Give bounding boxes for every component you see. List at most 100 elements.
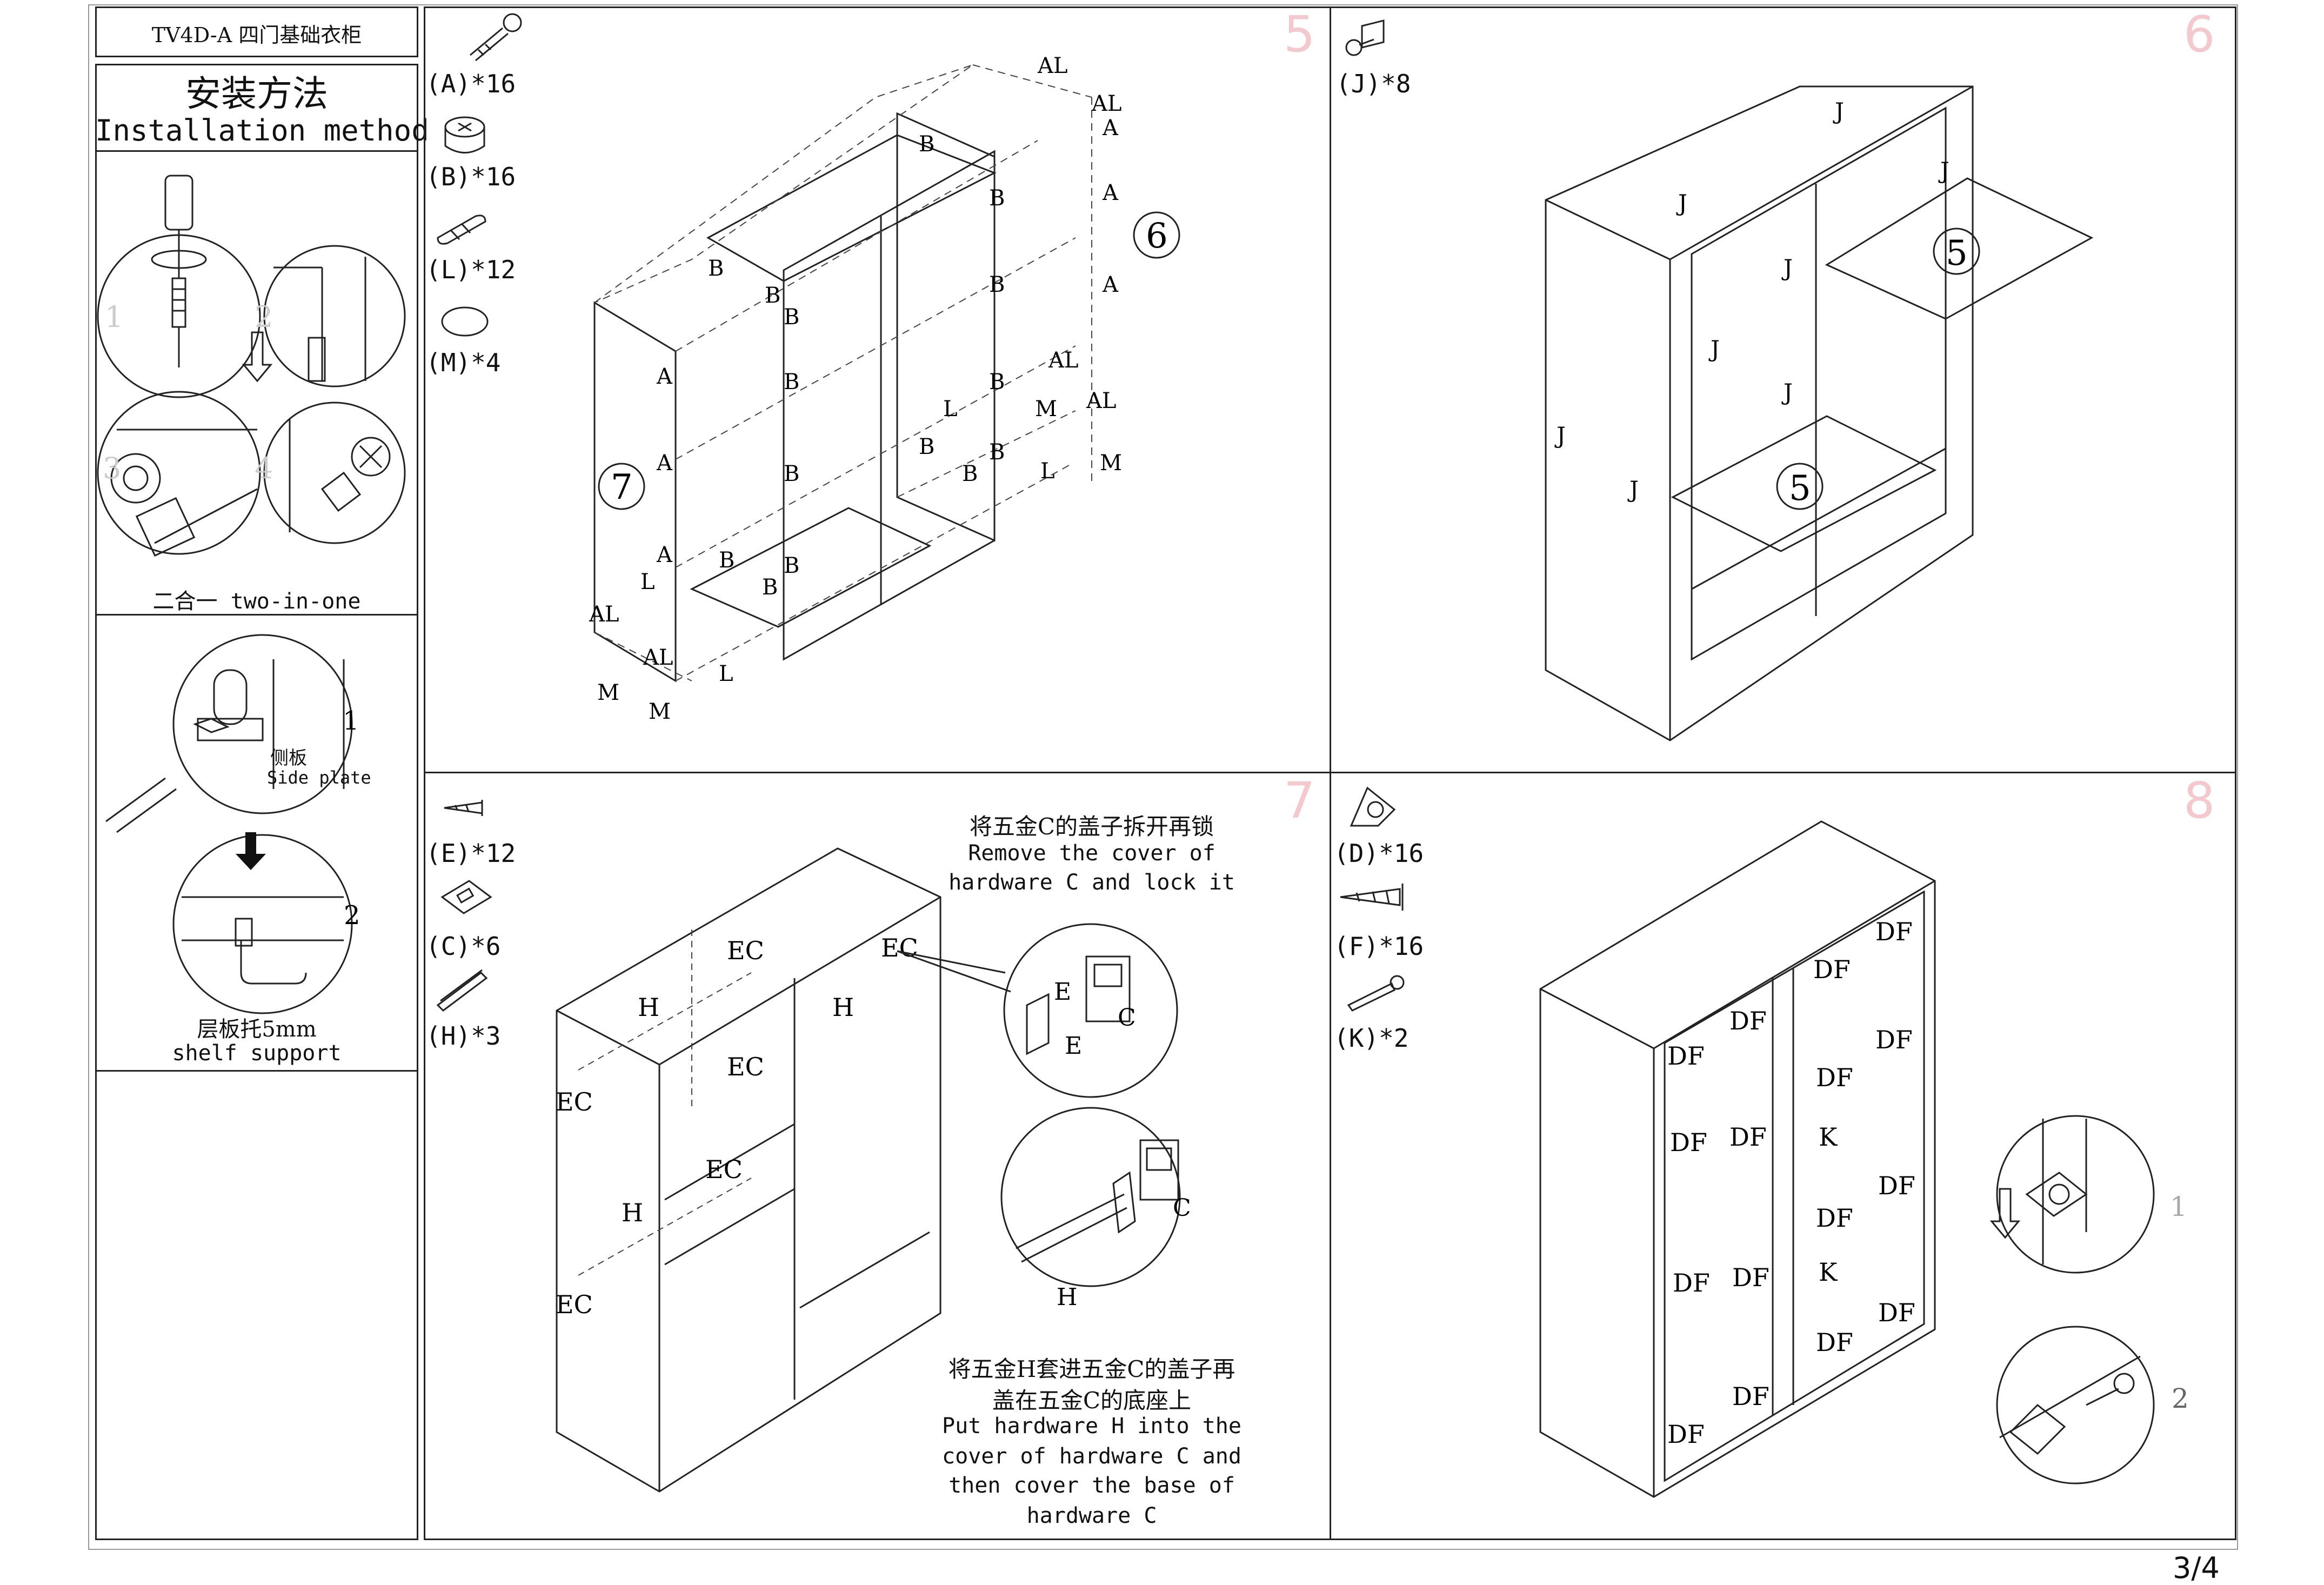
shelf-support-label-cn: 层板托5mm [197,1017,317,1042]
note-remove-cover-cn: 将五金C的盖子拆开再锁 [969,813,1214,840]
label-df: DF [1673,1268,1710,1298]
note-put-rail-cn-1: 将五金H套进五金C的盖子再 [948,1356,1236,1382]
label-l: L [719,661,733,686]
note-put-rail-en-4: hardware C [1026,1503,1157,1528]
part-j-count: (J)*8 [1336,69,1411,98]
shelf-support-label-en: shelf support [172,1041,342,1066]
label-df: DF [1729,1006,1767,1035]
label-l: L [640,570,655,594]
label-m: M [1100,451,1122,476]
step-num-2: 2 [255,300,273,334]
label-b: B [784,553,799,578]
label-a: A [1102,180,1119,205]
label-b: B [989,370,1005,394]
label-ec: EC [727,936,764,965]
label-h: H [622,1198,643,1227]
label-m: M [1035,397,1057,422]
label-e: E [1065,1032,1082,1060]
part-m-count: (M)*4 [426,348,501,377]
side-plate-label-cn: 侧板 [270,747,307,769]
label-b: B [962,462,978,486]
label-df: DF [1875,917,1913,946]
label-k: K [1819,1122,1838,1152]
page-number-5: 5 [1284,5,1315,63]
label-j: J [1781,379,1793,405]
label-b: B [784,462,799,486]
cam-b-icon [444,116,485,153]
note-put-rail-en-1: Put hardware H into the [942,1414,1241,1439]
screw-a-icon [470,13,522,62]
label-h: H [638,993,659,1022]
label-ec: EC [727,1052,764,1081]
label-m: M [649,699,671,724]
label-df: DF [1816,1203,1853,1233]
part-b-count: (B)*16 [426,162,516,191]
corner-bracket-detail-diagram: 1 2 [1989,1115,2189,1484]
screw-f-icon [1340,884,1404,911]
note-remove-cover-en-2: hardware C and lock it [949,870,1235,895]
rail-h-icon [436,969,488,1012]
section-divider-2 [95,1070,418,1072]
label-al: AL [589,602,619,627]
grid-vertical-divider [1330,6,1331,1540]
page-number-8: 8 [2183,772,2215,830]
part-f-count: (F)*16 [1334,932,1424,961]
label-df: DF [1878,1298,1915,1327]
label-b: B [989,440,1005,465]
part-c-count: (C)*6 [426,932,501,961]
label-al: AL [1091,91,1121,116]
note-put-rail-cn-2: 盖在五金C的底座上 [992,1387,1192,1414]
label-a: A [656,451,673,476]
label-df: DF [1667,1041,1705,1071]
label-h: H [832,993,854,1022]
label-df: DF [1813,955,1851,984]
installation-title-cn: 安装方法 [185,73,328,115]
wardrobe-shelf-assembly-diagram: 5 5 J J J J J J J J [1545,85,2094,741]
wardrobe-rail-assembly-diagram: EC EC EC EC EC EC H H H [556,847,941,1493]
label-a: A [656,364,673,389]
bracket-step-num-1: 1 [2170,1191,2187,1222]
label-df: DF [1878,1171,1915,1200]
model-title-box [95,6,418,57]
part-l-count: (L)*12 [426,255,516,284]
installation-title-en: Installation method [95,113,429,148]
two-in-one-caption: 二合一 two-in-one [152,589,361,614]
label-b: B [784,370,799,394]
dowel-l-icon [437,215,486,245]
label-b: B [989,272,1005,297]
label-c: C [1118,1004,1136,1032]
screw-j-icon [1345,19,1385,56]
label-b: B [719,548,734,573]
label-ec: EC [556,1087,593,1116]
circled-5: 5 [1946,233,1968,273]
step-num-1: 1 [105,300,123,334]
label-e: E [1054,978,1071,1006]
two-in-one-illustration: 1 2 3 4 [97,175,406,557]
shelf-support-illustration: 1 2 [105,634,360,1014]
note-put-rail-en-3: then cover the base of [949,1473,1235,1498]
section-divider-1 [95,614,418,616]
label-b: B [765,283,780,308]
label-j: J [1676,190,1687,216]
page-indicator: 3/4 [2173,1551,2220,1585]
wardrobe-door-assembly-diagram: DF DF DF DF DF DF DF DF DF DF DF DF DF D… [1539,820,1936,1498]
label-m: M [597,680,619,705]
title-divider [95,150,418,152]
label-df: DF [1667,1420,1705,1449]
corner-bracket-d-icon [1350,786,1396,827]
label-df: DF [1816,1328,1853,1357]
label-j: J [1938,157,1949,184]
label-df: DF [1732,1263,1769,1292]
label-df: DF [1732,1382,1769,1411]
label-al: AL [1048,348,1078,373]
label-df: DF [1875,1025,1913,1054]
label-l: L [943,397,958,422]
label-ec: EC [556,1290,593,1319]
label-b: B [919,434,934,459]
label-al: AL [1086,389,1116,413]
screw-e-icon [444,800,483,816]
grid-horizontal-divider [424,772,2236,773]
label-c: C [1173,1194,1191,1222]
installation-method-box [95,64,418,1540]
label-j: J [1627,476,1639,503]
